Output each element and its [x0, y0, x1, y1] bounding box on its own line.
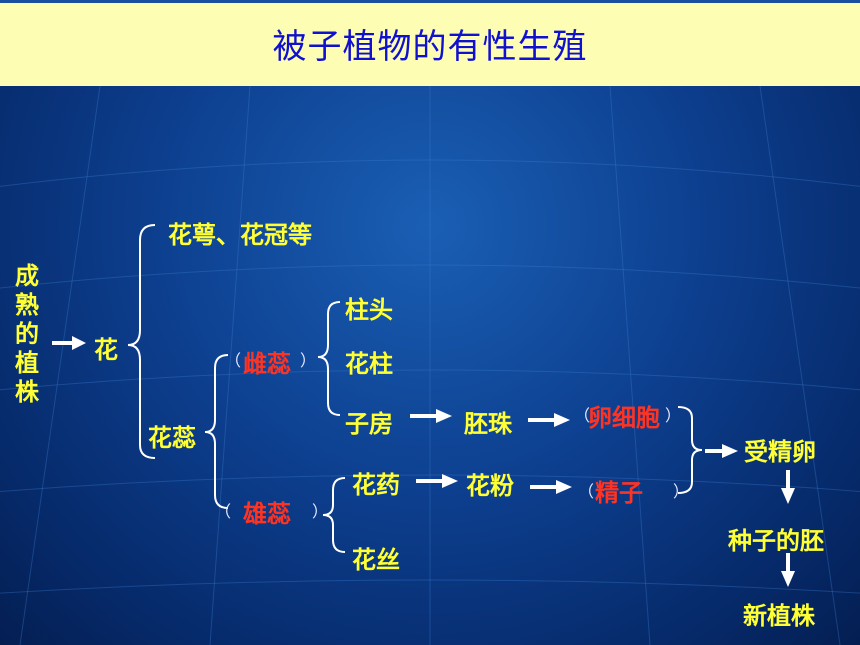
ovule-label: 胚珠 [464, 410, 512, 438]
brace-fertilization [677, 406, 703, 494]
paren-open-stamen: （ [215, 502, 232, 521]
title-bar: 被子植物的有性生殖 [0, 0, 860, 86]
stamen-label: 雄蕊 [243, 500, 291, 528]
paren-close-sperm: ） [673, 482, 690, 501]
paren-close-pistil: ） [300, 351, 317, 370]
brace-stamen-pistil [204, 354, 229, 509]
slide-title: 被子植物的有性生殖 [272, 27, 588, 67]
pistil-label: 雌蕊 [243, 350, 291, 378]
arrow-ovary-to-ovule [410, 409, 452, 423]
paren-open-pistil: （ [225, 351, 242, 370]
brace-pistil [317, 301, 341, 416]
paren-open-sperm: （ [578, 482, 595, 501]
stigma-label: 柱头 [345, 296, 393, 324]
mature-plant-label: 成熟的植株 [15, 262, 39, 406]
arrow-pollen-to-sperm [530, 480, 572, 494]
stamen-pistil-label: 花蕊 [148, 424, 196, 452]
brace-stamen [322, 477, 346, 553]
sperm-label: 精子 [595, 479, 643, 507]
sepal-petal-label: 花萼、花冠等 [168, 221, 312, 249]
new-plant-label: 新植株 [743, 602, 815, 630]
arrow-to-fertilized-egg [705, 444, 738, 458]
flower-label: 花 [94, 336, 118, 364]
arrow-egg-to-embryo [781, 470, 795, 504]
ovary-label: 子房 [345, 410, 393, 438]
filament-label: 花丝 [352, 546, 400, 574]
arrow-plant-to-flower [52, 336, 86, 350]
arrow-anther-to-pollen [416, 474, 458, 488]
paren-open-egg: （ [574, 406, 591, 425]
arrow-embryo-to-plant [781, 553, 795, 587]
pollen-label: 花粉 [466, 472, 514, 500]
brace-flower [127, 224, 156, 459]
seed-embryo-label: 种子的胚 [728, 527, 824, 555]
paren-close-egg: ） [665, 406, 682, 425]
style-label: 花柱 [345, 350, 393, 378]
fertilized-egg-label: 受精卵 [744, 438, 816, 466]
egg-cell-label: 卵细胞 [588, 404, 660, 432]
arrow-ovule-to-egg [528, 413, 570, 427]
anther-label: 花药 [352, 471, 400, 499]
paren-close-stamen: ） [312, 502, 329, 521]
